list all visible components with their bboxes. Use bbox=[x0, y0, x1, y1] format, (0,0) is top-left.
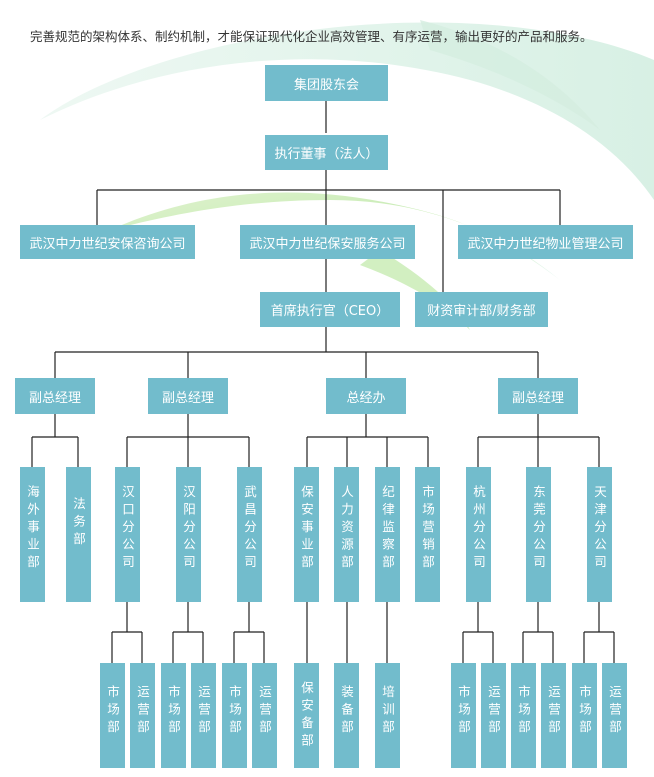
intro-text: 完善规范的架构体系、制约机制，才能保证现代化企业高效管理、有序运营，输出更好的产… bbox=[30, 29, 593, 44]
node-overseas-label: 海外事业部 bbox=[25, 485, 40, 573]
node-hanyang-ops-label: 运营部 bbox=[196, 685, 211, 738]
node-dongguan: 东莞分公司 bbox=[526, 467, 551, 602]
node-wuchang-ops-label: 运营部 bbox=[257, 685, 272, 738]
node-wuchang-market-label: 市场部 bbox=[227, 685, 242, 738]
node-dongguan-ops-label: 运营部 bbox=[546, 685, 561, 738]
node-ceo: 首席执行官（CEO） bbox=[260, 292, 400, 327]
node-prep-label: 保安备部 bbox=[299, 681, 314, 751]
node-hangzhou-ops-label: 运营部 bbox=[486, 685, 501, 738]
node-property-company: 武汉中力世纪物业管理公司 bbox=[458, 225, 633, 259]
node-hankou-ops: 运营部 bbox=[130, 663, 155, 768]
node-hangzhou-ops: 运营部 bbox=[481, 663, 506, 768]
node-hangzhou: 杭州分公司 bbox=[466, 467, 491, 602]
node-hangzhou-market: 市场部 bbox=[451, 663, 476, 768]
node-hanyang-label: 汉阳分公司 bbox=[181, 485, 196, 573]
node-dongguan-market-label: 市场部 bbox=[516, 685, 531, 738]
node-tianjin-ops: 运营部 bbox=[602, 663, 627, 768]
node-security-company: 武汉中力世纪保安服务公司 bbox=[240, 225, 415, 259]
node-wuchang-ops: 运营部 bbox=[252, 663, 277, 768]
node-director: 执行董事（法人） bbox=[265, 135, 388, 170]
node-legal-label: 法务部 bbox=[71, 497, 86, 550]
node-hangzhou-label: 杭州分公司 bbox=[471, 485, 486, 573]
node-guard-business-label: 保安事业部 bbox=[299, 485, 314, 573]
node-tianjin-label: 天津分公司 bbox=[592, 485, 607, 573]
node-hankou-label: 汉口分公司 bbox=[120, 485, 135, 573]
node-vp-1: 副总经理 bbox=[15, 378, 95, 414]
node-legal: 法务部 bbox=[66, 467, 91, 602]
node-hangzhou-market-label: 市场部 bbox=[456, 685, 471, 738]
node-dongguan-label: 东莞分公司 bbox=[531, 485, 546, 573]
node-tianjin-market-label: 市场部 bbox=[577, 685, 592, 738]
node-marketing: 市场营销部 bbox=[415, 467, 440, 602]
node-wuchang-market: 市场部 bbox=[222, 663, 247, 768]
node-hr-label: 人力资源部 bbox=[339, 485, 354, 573]
node-prep: 保安备部 bbox=[294, 663, 319, 768]
node-hanyang-market: 市场部 bbox=[161, 663, 186, 768]
node-wuchang-label: 武昌分公司 bbox=[242, 485, 257, 573]
node-tianjin-ops-label: 运营部 bbox=[607, 685, 622, 738]
node-hankou-market: 市场部 bbox=[100, 663, 125, 768]
node-discipline: 纪律监察部 bbox=[375, 467, 400, 602]
node-finance: 财资审计部/财务部 bbox=[415, 292, 548, 327]
node-dongguan-ops: 运营部 bbox=[541, 663, 566, 768]
node-equipment-label: 装备部 bbox=[339, 685, 354, 738]
node-training: 培训部 bbox=[375, 663, 400, 768]
node-tianjin-market: 市场部 bbox=[572, 663, 597, 768]
node-hankou: 汉口分公司 bbox=[115, 467, 140, 602]
node-hr: 人力资源部 bbox=[334, 467, 359, 602]
node-tianjin: 天津分公司 bbox=[587, 467, 612, 602]
node-overseas: 海外事业部 bbox=[20, 467, 45, 602]
node-guard-business: 保安事业部 bbox=[294, 467, 319, 602]
node-hanyang-ops: 运营部 bbox=[191, 663, 216, 768]
node-vp-3: 副总经理 bbox=[498, 378, 578, 414]
node-dongguan-market: 市场部 bbox=[511, 663, 536, 768]
node-wuchang: 武昌分公司 bbox=[237, 467, 262, 602]
node-marketing-label: 市场营销部 bbox=[420, 485, 435, 573]
node-training-label: 培训部 bbox=[380, 685, 395, 738]
node-vp-2: 副总经理 bbox=[148, 378, 228, 414]
node-discipline-label: 纪律监察部 bbox=[380, 485, 395, 573]
node-hankou-market-label: 市场部 bbox=[105, 685, 120, 738]
node-hanyang-market-label: 市场部 bbox=[166, 685, 181, 738]
node-equipment: 装备部 bbox=[334, 663, 359, 768]
node-hankou-ops-label: 运营部 bbox=[135, 685, 150, 738]
node-consulting-company: 武汉中力世纪安保咨询公司 bbox=[20, 225, 195, 259]
node-gm-office: 总经办 bbox=[326, 378, 406, 414]
node-hanyang: 汉阳分公司 bbox=[176, 467, 201, 602]
node-shareholders: 集团股东会 bbox=[265, 65, 388, 101]
